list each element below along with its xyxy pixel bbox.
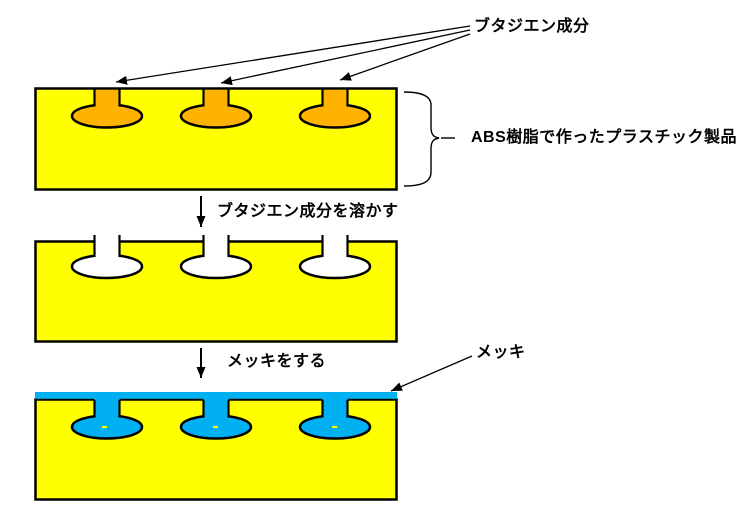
butadiene-stem-1 <box>94 90 120 118</box>
hole-stem-2 <box>203 235 229 262</box>
butadiene-stem-2 <box>203 90 229 118</box>
butadiene-component-label: ブタジエン成分 <box>474 18 590 35</box>
plating-label: メッキ <box>476 344 526 361</box>
abs-block-with-holes <box>34 235 398 343</box>
plated-block <box>34 392 398 501</box>
butadiene-arrow-2 <box>220 29 471 86</box>
hole-stem-1 <box>94 235 120 262</box>
abs-product-label: ABS樹脂で作ったプラスチック製品 <box>471 129 737 146</box>
butadiene-pointer-arrows <box>115 25 471 86</box>
abs-brace <box>403 91 455 187</box>
dissolve-step-label: ブタジエン成分を溶かす <box>217 203 399 220</box>
plating-pointer-arrow <box>390 355 473 392</box>
plating-stem-outlines <box>93 400 349 418</box>
butadiene-stem-outlines <box>93 89 349 107</box>
abs-block-with-butadiene <box>34 87 398 191</box>
plate-step-label: メッキをする <box>227 353 327 370</box>
plating-anchor-highlights <box>102 426 337 428</box>
hole-stem-outlines <box>93 235 349 257</box>
hole-stem-3 <box>322 235 348 262</box>
butadiene-arrow-3 <box>339 33 471 81</box>
butadiene-arrow-1 <box>115 25 471 85</box>
plating-surface-layer <box>35 392 397 399</box>
butadiene-stem-3 <box>322 90 348 118</box>
